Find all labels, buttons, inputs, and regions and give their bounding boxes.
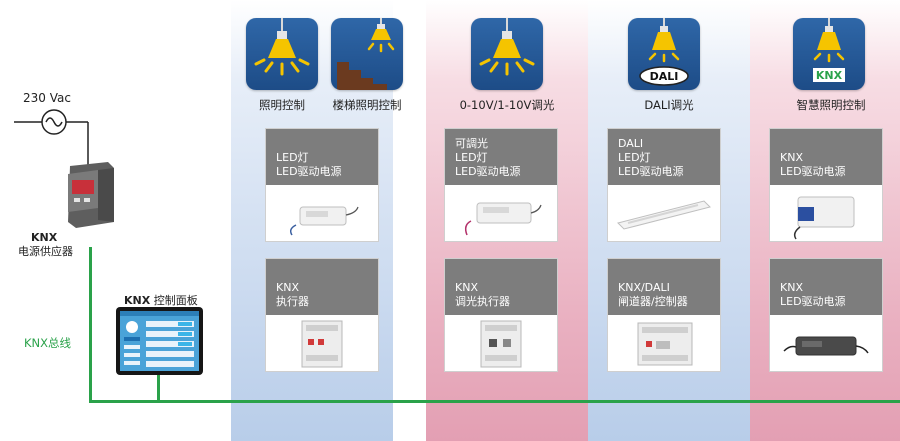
touch-panel-screen xyxy=(120,311,199,371)
panel-title-rest: 控制面板 xyxy=(150,294,198,307)
bus-panel-drop xyxy=(157,374,160,402)
card-line: LED驱动电源 xyxy=(276,165,342,178)
product-card-knx-dali-gateway: KNX/DALI 闸道器/控制器 xyxy=(608,259,720,371)
svg-text:DALI: DALI xyxy=(650,70,679,83)
card-line: KNX xyxy=(780,151,803,164)
card-line: LED驱动电源 xyxy=(455,165,521,178)
din-rail-module-image xyxy=(480,320,522,368)
product-card-knx-led-driver: KNX LED驱动电源 xyxy=(770,129,882,241)
panel-title: KNX 控制面板 xyxy=(124,292,198,308)
knx-power-supply-image xyxy=(68,162,114,228)
svg-text:KNX: KNX xyxy=(816,69,843,82)
touch-panel[interactable] xyxy=(116,307,203,375)
din-rail-module-image xyxy=(301,320,343,368)
card-line: DALI xyxy=(618,137,644,150)
waterproof-driver-image xyxy=(783,336,869,356)
psu-title: KNX xyxy=(31,231,58,244)
card-line: LED灯 xyxy=(276,151,309,164)
card-header: KNX/DALI 闸道器/控制器 xyxy=(608,259,720,315)
card-line: KNX xyxy=(276,281,299,294)
product-card-knx-led-driver-2: KNX LED驱动电源 xyxy=(770,259,882,371)
gateway-module-image xyxy=(637,322,693,366)
column-label-analog-dimming: 0-10V/1-10V调光 xyxy=(459,98,555,112)
card-line: 可調光 xyxy=(455,137,488,150)
column-label-lighting-control: 照明控制 xyxy=(259,98,305,112)
dali-lamp-icon: DALI xyxy=(628,18,700,90)
product-card-knx-dimming-actuator: KNX 调光执行器 xyxy=(445,259,557,371)
card-header: KNX LED驱动电源 xyxy=(770,259,882,315)
product-card-dimmable-led-driver: 可調光 LED灯 LED驱动电源 xyxy=(445,129,557,241)
card-line: LED驱动电源 xyxy=(780,295,846,308)
column-label-stair-lighting: 楼梯照明控制 xyxy=(332,98,402,112)
voltage-label: 230 Vac xyxy=(23,91,71,105)
card-line: KNX xyxy=(455,281,478,294)
column-label-dali-dimming: DALI调光 xyxy=(644,98,694,112)
card-line: LED驱动电源 xyxy=(618,165,684,178)
product-card-led-driver: LED灯 LED驱动电源 xyxy=(266,129,378,241)
card-line: LED灯 xyxy=(618,151,651,164)
psu-subtitle: 电源供应器 xyxy=(18,245,73,258)
product-card-dali-led-driver: DALI LED灯 LED驱动电源 xyxy=(608,129,720,241)
card-header: KNX 执行器 xyxy=(266,259,378,315)
ceiling-lamp-icon xyxy=(246,18,318,90)
bus-label: KNX总线 xyxy=(24,336,72,350)
card-line: 调光执行器 xyxy=(455,295,510,308)
card-header: KNX 调光执行器 xyxy=(445,259,557,315)
led-driver-image xyxy=(289,206,359,236)
linear-led-driver-image xyxy=(617,200,711,230)
card-line: 闸道器/控制器 xyxy=(618,295,688,308)
card-header: LED灯 LED驱动电源 xyxy=(266,129,378,185)
ac-source-wiring xyxy=(14,109,89,168)
stair-lamp-icon xyxy=(331,18,403,90)
ceiling-lamp-icon xyxy=(471,18,543,90)
column-label-smart-lighting: 智慧照明控制 xyxy=(796,98,866,112)
knx-lamp-icon: KNX xyxy=(793,18,865,90)
card-header: DALI LED灯 LED驱动电源 xyxy=(608,129,720,185)
card-line: LED灯 xyxy=(455,151,488,164)
bus-line-horizontal xyxy=(89,400,900,403)
card-line: KNX xyxy=(780,281,803,294)
card-header: 可調光 LED灯 LED驱动电源 xyxy=(445,129,557,185)
card-line: LED驱动电源 xyxy=(780,165,846,178)
bus-line-vertical xyxy=(89,247,92,403)
card-line: 执行器 xyxy=(276,295,309,308)
knx-led-driver-image xyxy=(793,196,855,240)
led-driver-image xyxy=(464,202,542,236)
panel-title-bold: KNX xyxy=(124,294,151,307)
card-line: KNX/DALI xyxy=(618,281,670,294)
card-header: KNX LED驱动电源 xyxy=(770,129,882,185)
product-card-knx-actuator: KNX 执行器 xyxy=(266,259,378,371)
